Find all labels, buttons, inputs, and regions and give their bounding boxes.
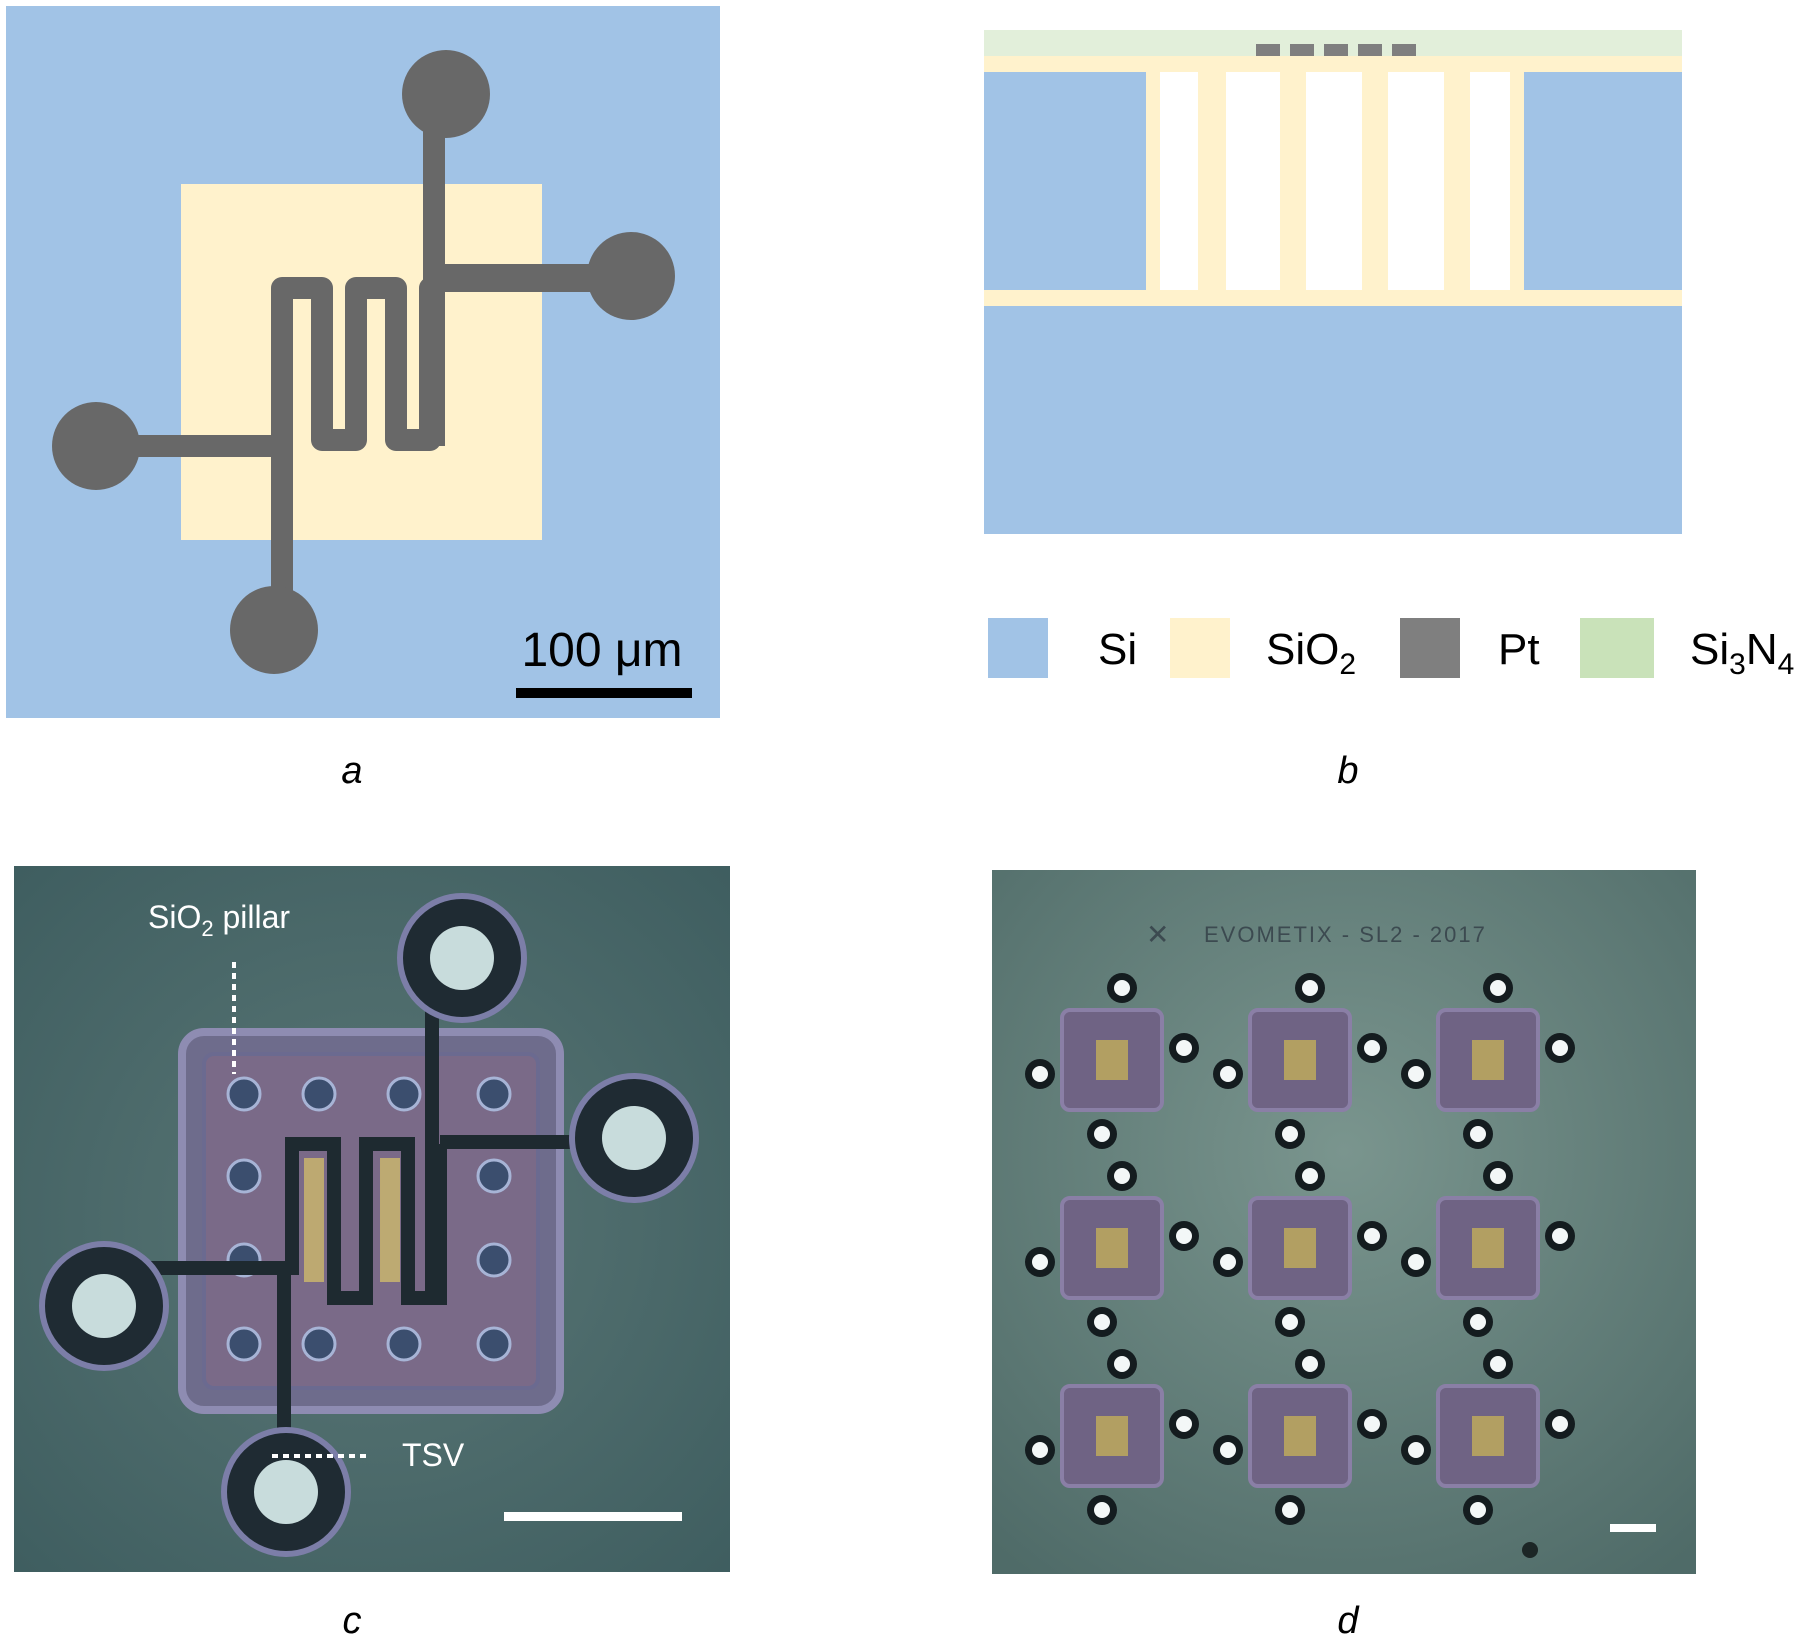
contact-pad-right <box>587 232 675 320</box>
silicon-substrate <box>984 306 1682 534</box>
die-1-0 <box>1025 1161 1199 1337</box>
cavities <box>1160 72 1510 290</box>
legend-swatch-si3n4 <box>1580 618 1654 678</box>
panel-b-cross-section: Si SiO2 Pt Si3N4 <box>980 26 1800 686</box>
contact-pad-left <box>52 402 140 490</box>
silicon-right <box>1524 72 1682 290</box>
oxide-pillars <box>226 1076 512 1362</box>
legend-label-si3n4: Si3N4 <box>1690 625 1794 681</box>
caption-c: c <box>342 1600 362 1642</box>
legend-swatch-pt <box>1400 618 1460 678</box>
chip-label: EVOMETIX - SL2 - 2017 <box>1204 922 1487 947</box>
scale-bar <box>516 688 692 698</box>
legend-label-pt: Pt <box>1498 625 1540 674</box>
pad-right <box>569 1073 699 1203</box>
oxide-bottom-layer <box>984 290 1682 306</box>
die-0-2 <box>1401 973 1575 1149</box>
pad-bottom <box>221 1427 351 1557</box>
heater-gold <box>304 1158 400 1282</box>
defect-spot <box>1522 1542 1538 1558</box>
caption-b: b <box>1337 750 1359 792</box>
scale-bar-label: 100 μm <box>521 624 682 677</box>
legend-swatch-si <box>988 618 1048 678</box>
legend: Si SiO2 Pt Si3N4 <box>988 618 1794 681</box>
oxide-top-layer <box>984 56 1682 72</box>
panel-d-chip-array: ✕ EVOMETIX - SL2 - 2017 <box>992 870 1696 1574</box>
pad-left <box>39 1241 169 1371</box>
die-2-0 <box>1025 1349 1199 1525</box>
chip-logo-icon: ✕ <box>1146 919 1169 950</box>
annotation-pillar: SiO2 pillar <box>148 899 290 941</box>
panel-a-heater-layout: 100 μm <box>6 6 720 718</box>
annotation-tsv: TSV <box>402 1437 465 1473</box>
contact-pad-top <box>402 50 490 138</box>
legend-swatch-sio2 <box>1170 618 1230 678</box>
tsv-pads <box>39 893 699 1557</box>
legend-label-sio2: SiO2 <box>1266 625 1356 681</box>
die-2-1 <box>1213 1349 1387 1525</box>
contact-pads <box>52 50 675 674</box>
die-1-1 <box>1213 1161 1387 1337</box>
die-2-2 <box>1401 1349 1575 1525</box>
scale-bar <box>1610 1524 1656 1532</box>
panel-c-micrograph: SiO2 pillar TSV <box>14 866 730 1572</box>
silicon-left <box>984 72 1146 290</box>
pad-top <box>397 893 527 1023</box>
caption-a: a <box>341 750 363 792</box>
platinum-segments <box>1256 44 1416 56</box>
legend-label-si: Si <box>1098 625 1137 674</box>
die-0-1 <box>1213 973 1387 1149</box>
caption-d: d <box>1337 1600 1359 1642</box>
die-grid <box>1025 973 1575 1525</box>
die-1-2 <box>1401 1161 1575 1337</box>
die-0-0 <box>1025 973 1199 1149</box>
contact-pad-bottom <box>230 586 318 674</box>
scale-bar <box>504 1512 682 1521</box>
